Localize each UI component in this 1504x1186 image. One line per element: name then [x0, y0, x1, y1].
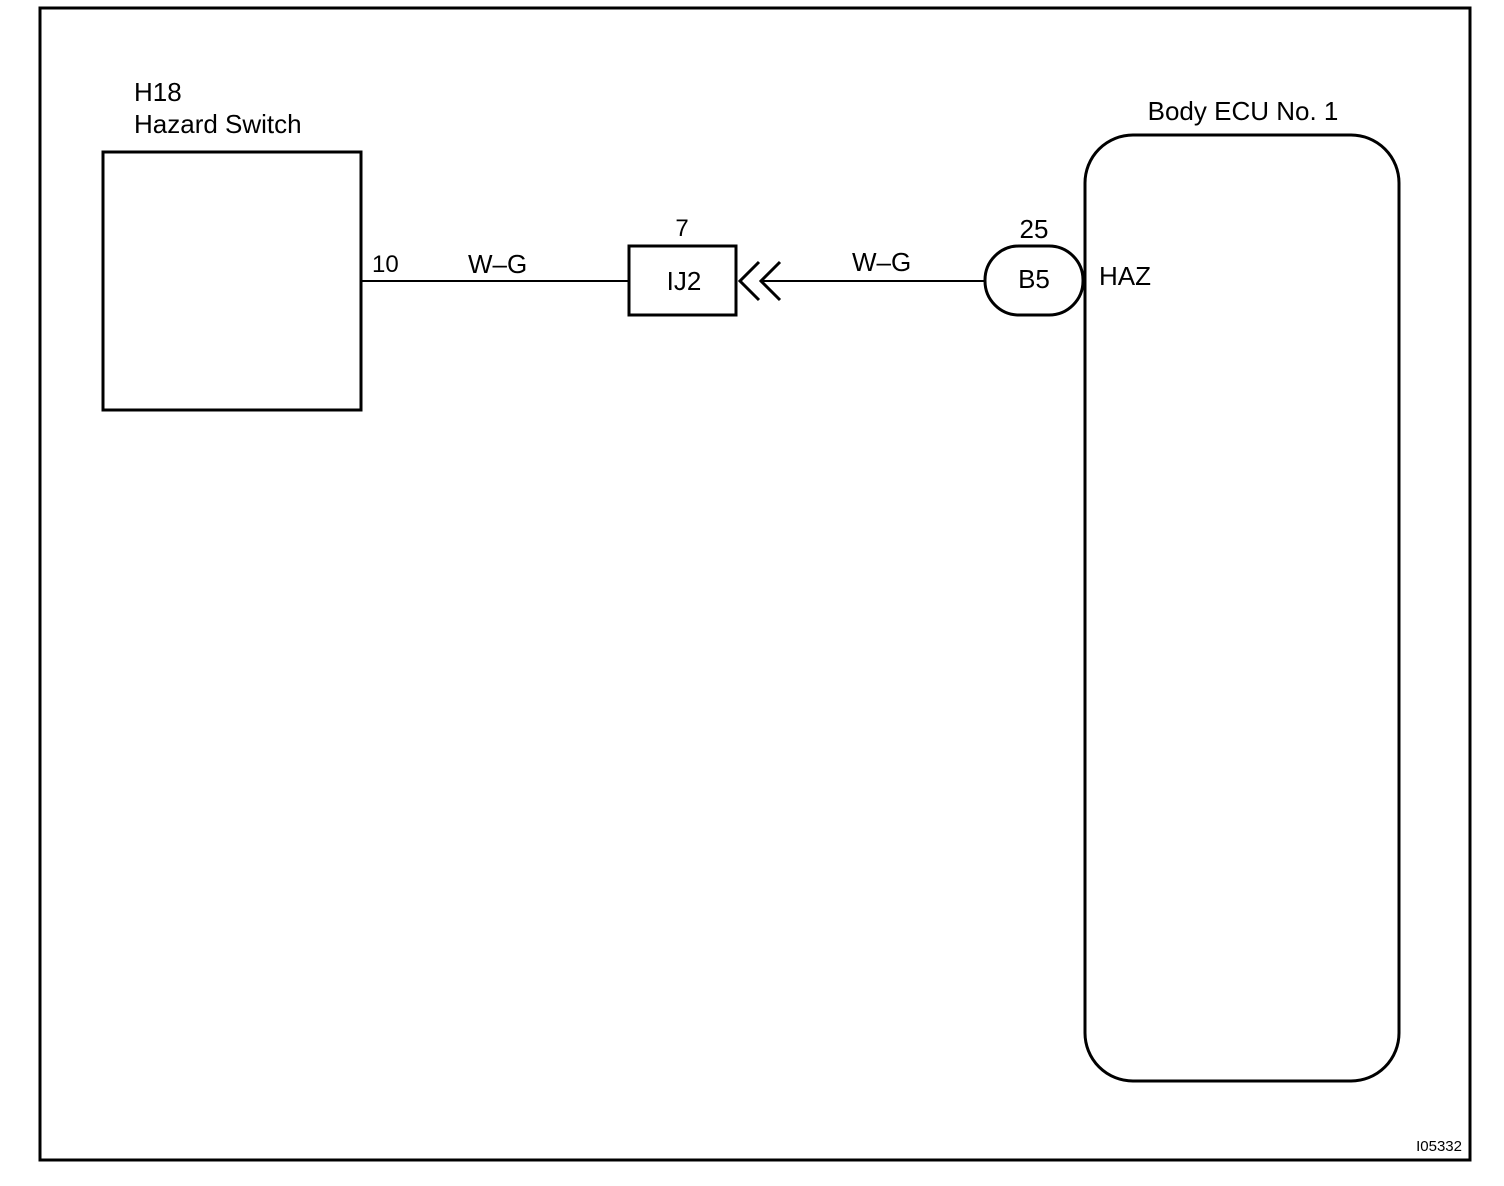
figure-id: I05332 [1416, 1138, 1462, 1155]
junction-connector-box [627, 244, 738, 317]
hazard-switch-box [101, 150, 363, 412]
hazard-switch-pin: 10 [372, 251, 399, 278]
diagram-frame [38, 6, 1472, 1162]
body-ecu-name: Body ECU No. 1 [1148, 96, 1339, 126]
junction-connector-label: IJ2 [667, 266, 702, 296]
hazard-switch-code: H18 [134, 77, 182, 107]
hazard-switch-name: Hazard Switch [134, 109, 302, 139]
connector-chevron-outer-icon [737, 260, 761, 302]
ecu-connector-box [983, 244, 1085, 317]
body-ecu-terminal: HAZ [1099, 261, 1151, 291]
body-ecu-box [1083, 133, 1401, 1083]
junction-connector-pin: 7 [675, 215, 688, 242]
wire-left-color: W–G [468, 249, 527, 279]
wire-right-color: W–G [852, 247, 911, 277]
ecu-connector-pin: 25 [1020, 214, 1049, 244]
ecu-connector-label: B5 [1018, 264, 1050, 294]
